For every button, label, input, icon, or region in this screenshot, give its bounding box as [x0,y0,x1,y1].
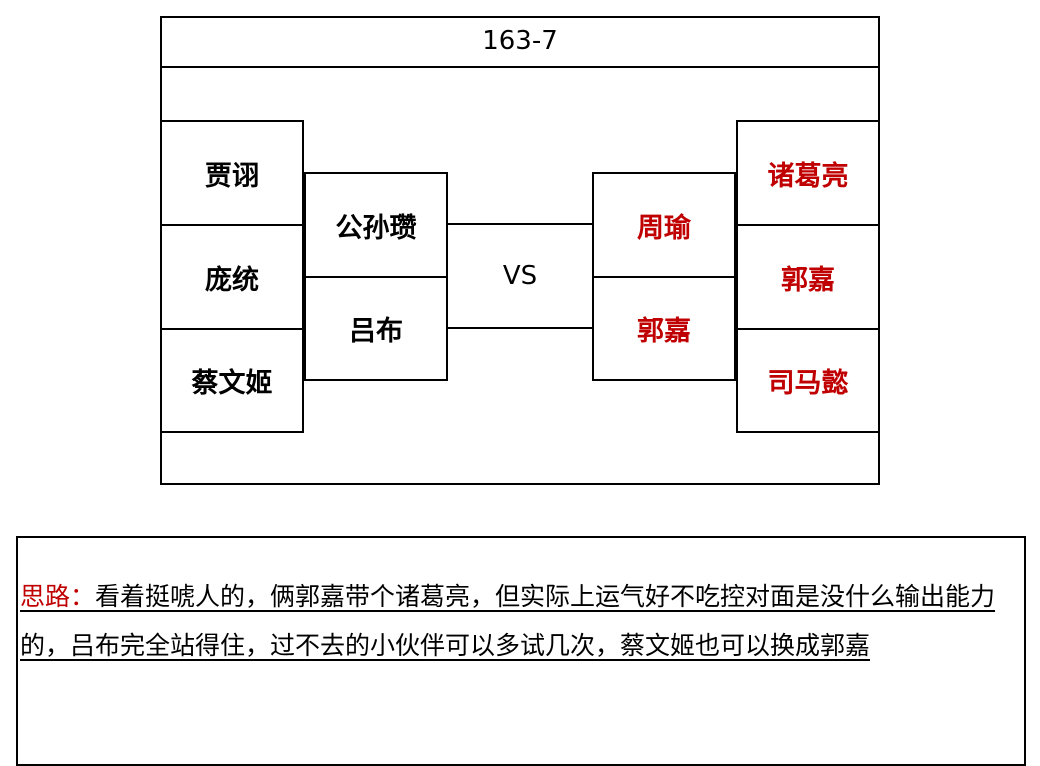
left-outer-cell-1: 贾诩 [160,120,304,226]
note-label: 思路： [20,582,96,611]
right-outer-cell-3: 司马懿 [736,328,880,433]
vs-label: VS [502,261,538,291]
right-outer-cell-1: 诸葛亮 [736,120,880,226]
diagram-title: 163-7 [160,16,880,68]
left-inner-cell-1: 公孙瓒 [304,172,448,278]
note-paragraph: 思路：看着挺唬人的，俩郭嘉带个诸葛亮，但实际上运气好不吃控对面是没什么输出能力的… [20,572,1010,670]
right-outer-cell-2: 郭嘉 [736,224,880,330]
left-outer-cell-2: 庞统 [160,224,304,330]
right-inner-cell-1: 周瑜 [592,172,736,278]
connector-line-bottom [448,327,592,329]
left-outer-cell-3: 蔡文姬 [160,328,304,433]
right-inner-cell-2: 郭嘉 [592,276,736,381]
note-body: 看着挺唬人的，俩郭嘉带个诸葛亮，但实际上运气好不吃控对面是没什么输出能力的，吕布… [20,582,996,660]
left-inner-cell-2: 吕布 [304,276,448,381]
connector-line-top [448,223,592,225]
